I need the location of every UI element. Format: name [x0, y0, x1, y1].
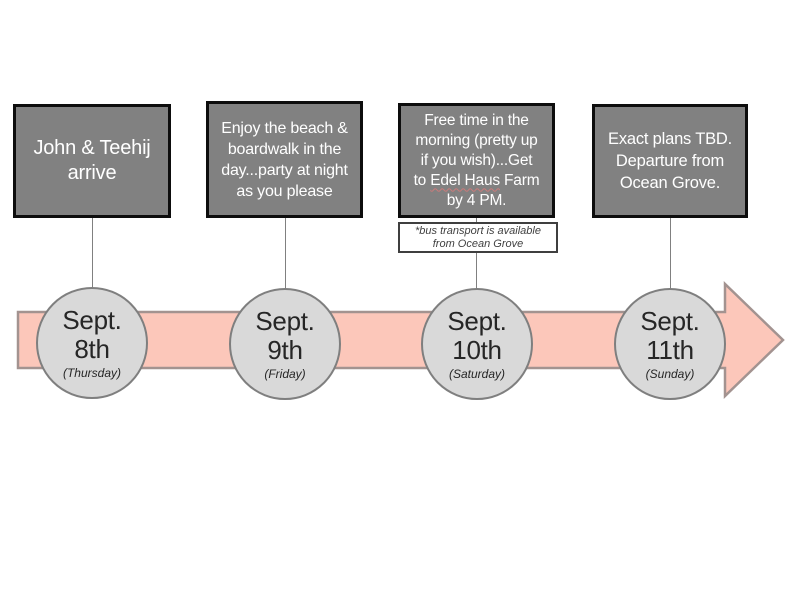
bus-transport-note: *bus transport is available from Ocean G… [398, 222, 558, 253]
note-line: from Ocean Grove [432, 237, 524, 250]
date-day: 9th [267, 335, 303, 365]
event-box-line: Ocean Grove. [619, 174, 721, 192]
note-line: *bus transport is available [415, 224, 541, 237]
event-box-sept-9th: Enjoy the beach & boardwalk in the day..… [206, 101, 363, 218]
event-box-line: day...party at night [221, 161, 348, 179]
date-month: Sept. [255, 306, 315, 336]
date-circle-sept-10th: Sept. 10th (Saturday) [421, 288, 533, 400]
date-circle-sept-8th: Sept. 8th (Thursday) [36, 287, 148, 399]
event-box-line: arrive [67, 162, 117, 184]
connector-sept-8th [92, 218, 93, 290]
event-box-line: John & Teehij [33, 137, 151, 159]
date-weekday: (Thursday) [62, 366, 121, 380]
date-day: 8th [74, 334, 110, 364]
connector-sept-9th [285, 218, 286, 290]
event-box-line: Departure from [615, 152, 725, 170]
event-box-line: boardwalk in the [227, 140, 342, 158]
event-box-line: by 4 PM. [446, 191, 507, 209]
event-box-line: morning (pretty up [415, 131, 538, 149]
event-box-sept-11th: Exact plans TBD. Departure from Ocean Gr… [592, 104, 748, 218]
event-box-sept-8th: John & Teehij arrive [13, 104, 171, 218]
event-box-line: Enjoy the beach & [221, 119, 348, 137]
event-box-sept-10th: Free time in the morning (pretty up if y… [398, 103, 555, 218]
event-box-line: Free time in the [424, 111, 529, 129]
date-day: 11th [646, 335, 694, 365]
date-month: Sept. [640, 306, 700, 336]
date-weekday: (Sunday) [645, 367, 695, 381]
date-day: 10th [452, 335, 502, 365]
date-weekday: (Saturday) [448, 367, 506, 381]
farm-text-before: to [413, 171, 431, 189]
farm-text-after: Farm [499, 171, 540, 189]
event-box-line: if you wish)...Get [420, 151, 533, 169]
connector-sept-11th [670, 218, 671, 290]
date-weekday: (Friday) [264, 367, 306, 381]
event-box-line: to Edel Haus Farm [414, 171, 540, 191]
misspelled-text: Edel Haus [430, 171, 500, 189]
event-box-line: as you please [236, 182, 333, 200]
date-month: Sept. [62, 305, 122, 335]
date-month: Sept. [447, 306, 507, 336]
date-circle-sept-11th: Sept. 11th (Sunday) [614, 288, 726, 400]
connector-sept-10th [476, 218, 477, 290]
event-box-line: Exact plans TBD. [608, 130, 732, 148]
date-circle-sept-9th: Sept. 9th (Friday) [229, 288, 341, 400]
